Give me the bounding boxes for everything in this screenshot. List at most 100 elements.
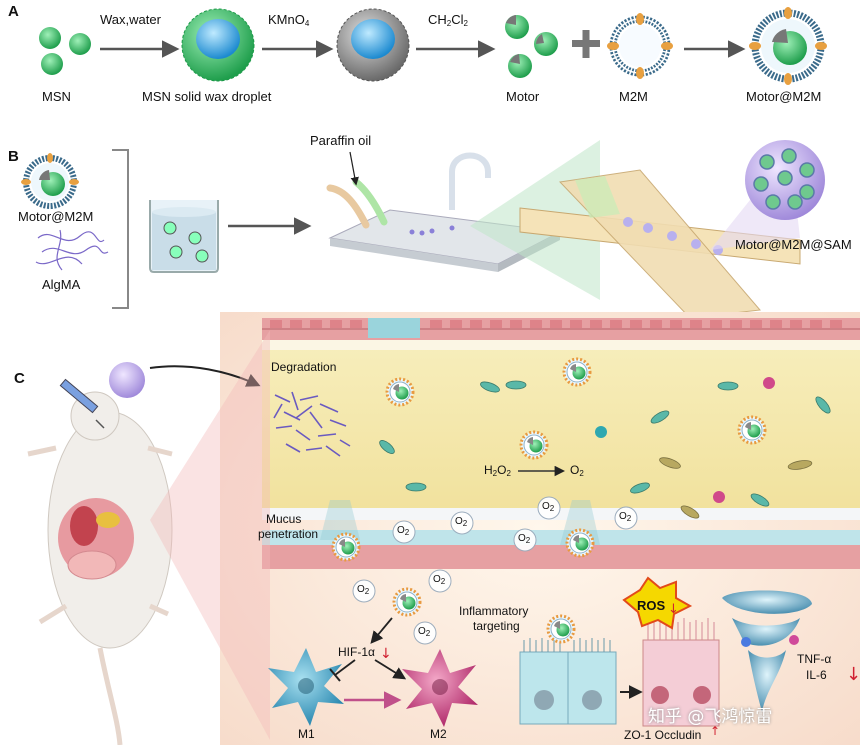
- penetration-cone: [560, 500, 600, 545]
- msn-particle: [69, 33, 91, 55]
- arrow-label-ch2cl2: CH2Cl2: [428, 12, 468, 28]
- mucus-layer-top: [262, 340, 860, 350]
- bacteria: [379, 380, 831, 507]
- bracket: [112, 149, 129, 309]
- kmno4-text: KMnO: [268, 12, 305, 27]
- o2-s: 2: [525, 536, 531, 545]
- o2-bubble-label: O2: [357, 584, 369, 596]
- o2-sub: 2: [579, 469, 584, 478]
- sam-sphere: [745, 140, 825, 220]
- panel-c-graphics: ↓ ↓ ↑ ↓: [27, 312, 860, 745]
- o2-t: O: [433, 574, 441, 585]
- tight-junction-cells: [642, 618, 720, 727]
- svg-text:↓: ↓: [380, 646, 392, 662]
- label-targeting: targeting: [473, 619, 520, 633]
- tissue-cone: [150, 330, 270, 740]
- beaker: [149, 200, 219, 273]
- motor-to-hif-arrow: [370, 617, 393, 644]
- mucus-layer-bottom: [262, 508, 860, 520]
- arrow-label-kmno4: KMnO4: [268, 12, 309, 28]
- label-penetration: penetration: [258, 527, 319, 541]
- cytokine-tornado: [722, 590, 812, 712]
- m2m-vesicle: [607, 13, 673, 79]
- bacteria-teal: [595, 426, 607, 438]
- kmno4-sub: 4: [304, 19, 310, 28]
- label-m1: M1: [298, 727, 315, 741]
- hydrogel-particle: [109, 362, 145, 398]
- label-msn: MSN: [42, 89, 71, 104]
- o2-t: O: [518, 533, 526, 544]
- ch-sub: 2: [446, 19, 452, 28]
- o2-s: 2: [404, 528, 410, 537]
- o2-bubble-label: O2: [518, 533, 530, 545]
- label-h2o2: H2O2: [484, 463, 511, 478]
- o2-t: O: [542, 501, 550, 512]
- panel-b-label: B: [8, 148, 19, 165]
- panel-c-label: C: [14, 370, 25, 387]
- label-motor-m2m-sam: Motor@M2M@SAM: [735, 237, 852, 252]
- h-text: H: [484, 463, 493, 477]
- label-tnf: TNF-α: [797, 652, 832, 666]
- o2-s: 2: [440, 577, 446, 586]
- o2-t: O: [397, 525, 405, 536]
- bacteria-brown: [659, 457, 813, 519]
- label-m2m: M2M: [619, 89, 648, 104]
- plus-sign: [572, 30, 600, 58]
- motor-m2m: [749, 7, 827, 85]
- o2-bubble-label: O2: [542, 501, 554, 513]
- o2-bubble-label: O2: [619, 511, 631, 523]
- label-o2-product: O2: [570, 463, 584, 478]
- label-motor: Motor: [506, 89, 540, 104]
- label-m2: M2: [430, 727, 447, 741]
- o2-bubble-label: O2: [455, 516, 467, 528]
- channel-zoom: [519, 169, 801, 319]
- wax-droplet: [181, 8, 255, 82]
- o-sub: 2: [506, 469, 511, 478]
- cl-text: Cl: [451, 12, 464, 27]
- o2-bubble-label: O2: [418, 626, 430, 638]
- label-hif: HIF-1α: [338, 645, 375, 659]
- gray-droplet: [336, 8, 410, 82]
- panel-b-graphics: [21, 140, 825, 319]
- o2-s: 2: [626, 514, 632, 523]
- algma-fibers: [35, 229, 109, 271]
- label-mucus: Mucus: [266, 512, 302, 526]
- o2-text: O: [570, 463, 580, 477]
- intestinal-lumen: [262, 340, 860, 518]
- motor-m2m-small: [21, 153, 79, 209]
- m1-macrophage: [268, 648, 344, 726]
- h-sub: 2: [492, 469, 498, 478]
- label-paraffin-oil: Paraffin oil: [310, 133, 372, 148]
- m2-macrophage: [402, 649, 478, 727]
- svg-text:↑: ↑: [710, 724, 720, 738]
- upper-special-cells: [368, 318, 420, 338]
- o2-t: O: [418, 626, 426, 637]
- label-il6: IL-6: [806, 668, 827, 682]
- label-motor-m2m: Motor@M2M: [746, 89, 822, 104]
- panel-a-graphics: [39, 7, 827, 85]
- o2-bubbles: [352, 496, 638, 645]
- o2-s: 2: [549, 504, 555, 513]
- ch-text: CH: [428, 12, 447, 27]
- syringe: [59, 378, 105, 429]
- msn-particle: [41, 53, 63, 75]
- degraded-hydrogel: [273, 391, 351, 457]
- panel-a-label: A: [8, 3, 19, 20]
- paraffin-pointer: [349, 151, 359, 186]
- o2-t: O: [357, 584, 365, 595]
- svg-text:↓: ↓: [846, 664, 860, 685]
- cl-sub: 2: [463, 19, 468, 28]
- o2-t: O: [455, 516, 463, 527]
- o2-s: 2: [364, 587, 370, 596]
- o2-s: 2: [425, 629, 431, 638]
- hif-inhibit: [334, 659, 356, 676]
- label-degradation: Degradation: [271, 360, 337, 374]
- lower-epithelium: [262, 545, 860, 569]
- label-ros: ROS: [637, 598, 666, 613]
- mouse: [27, 391, 173, 745]
- o2-bubble-label: O2: [433, 574, 445, 586]
- oral-arrow: [149, 365, 261, 387]
- watermark: 知乎 @飞鸿惊雷: [648, 707, 773, 727]
- o2-t: O: [619, 511, 627, 522]
- o2-s: 2: [462, 519, 468, 528]
